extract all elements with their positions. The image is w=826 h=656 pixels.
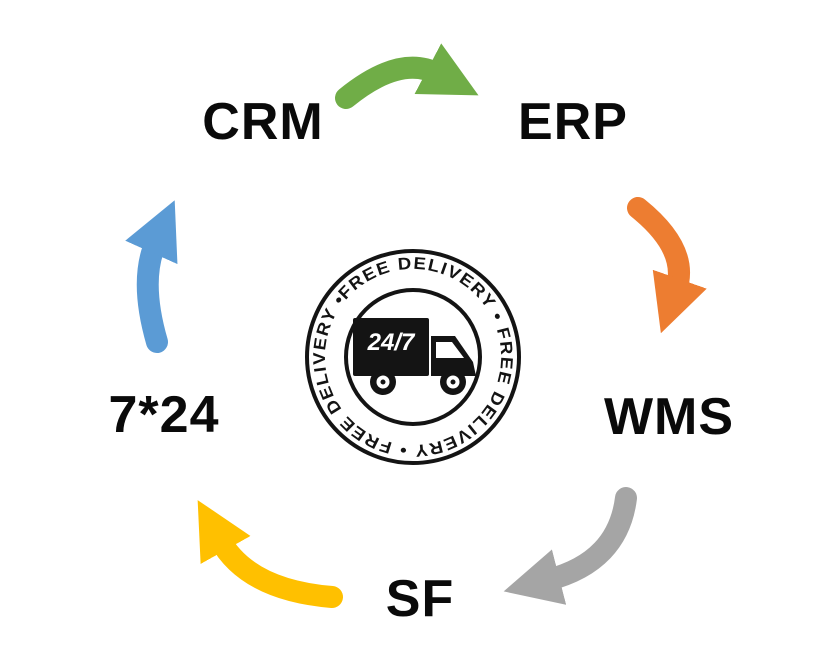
arrow-crm-to-erp (335, 43, 479, 109)
node-label-erp: ERP (518, 93, 628, 151)
truck-wheel-front (440, 369, 466, 395)
badge-24-7-text: 24/7 (367, 329, 416, 356)
truck-cargo-box (353, 318, 429, 376)
arrow-wms-to-sf (503, 487, 637, 605)
truck-window (436, 342, 464, 358)
node-label-wms: WMS (603, 388, 735, 446)
node-label-sf: SF (385, 570, 455, 628)
arrow-sf-to-7x24 (197, 500, 343, 608)
truck-icon: 24/7 (353, 318, 476, 395)
node-label-7x24: 7*24 (108, 386, 220, 444)
badge-outer-circle (305, 249, 521, 465)
arrow-7x24-to-crm (125, 200, 178, 353)
node-label-crm: CRM (202, 93, 324, 151)
arrow-erp-to-wms (627, 197, 707, 334)
free-delivery-badge: FREE DELIVERY • FREE DELIVERY • FREE DEL… (305, 249, 521, 465)
truck-wheel-rear (370, 369, 396, 395)
badge-inner-circle (344, 288, 482, 426)
